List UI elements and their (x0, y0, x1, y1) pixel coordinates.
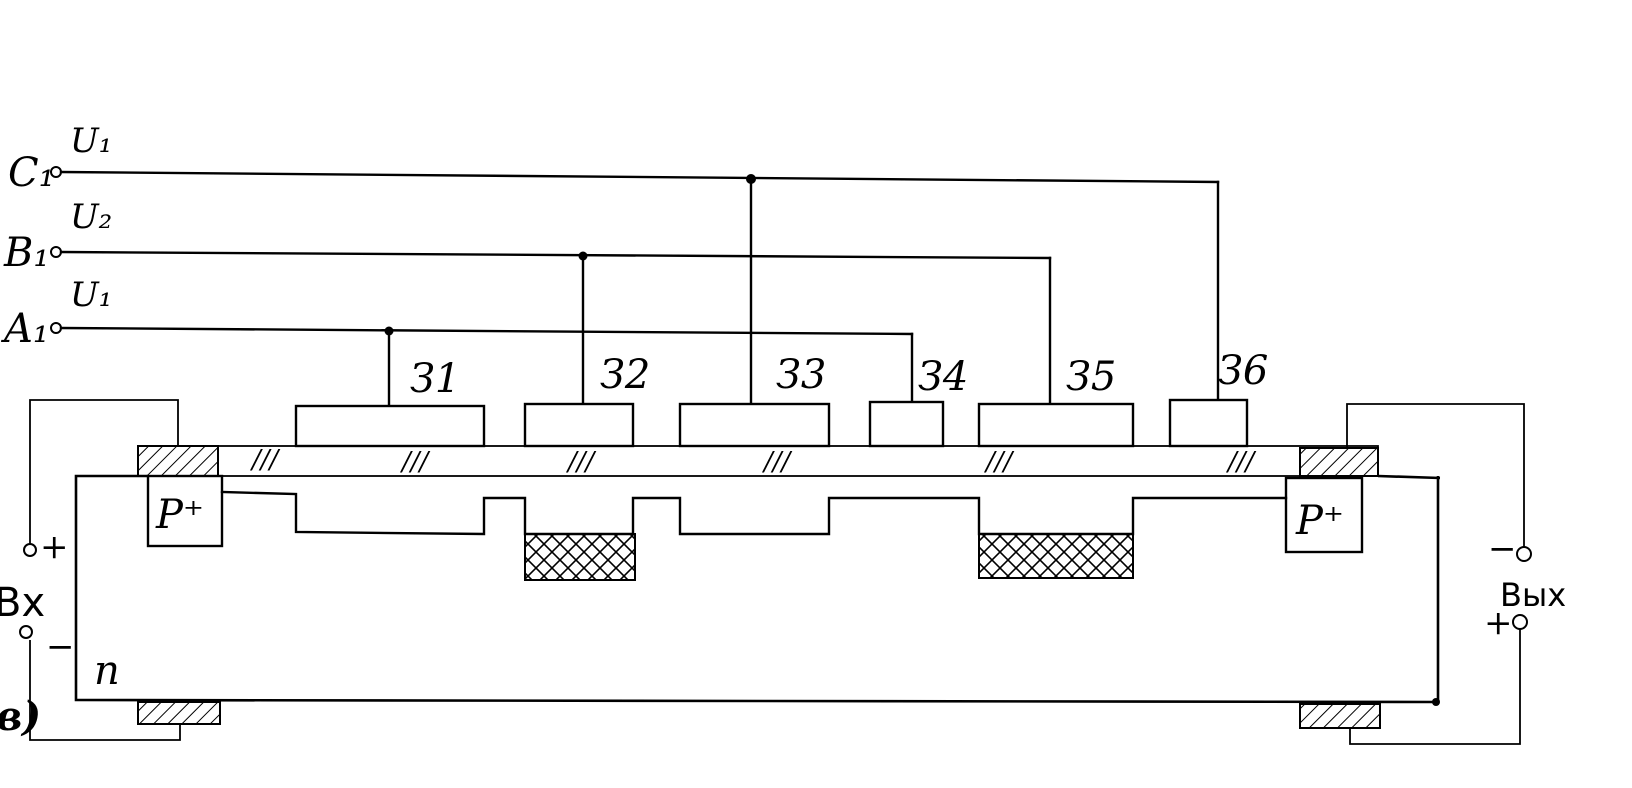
p-plus-right-label: P⁺ (1295, 498, 1344, 544)
a1-junction (384, 326, 394, 336)
output-minus-sign: − (1488, 529, 1517, 569)
left-contact-top (137, 445, 219, 477)
implant-region-2 (978, 533, 1134, 579)
substrate-label: n (94, 648, 120, 694)
input-minus-sign: − (46, 627, 75, 667)
gate-6 (1168, 398, 1249, 448)
left-contact-bottom (137, 701, 221, 725)
gate-2 (523, 402, 635, 448)
right-contact-bottom (1299, 703, 1381, 729)
output-circuit (1346, 403, 1532, 745)
doping-profile (220, 490, 1288, 536)
svg-text:///: /// (761, 447, 793, 477)
oxide-hatch-marks: /// /// /// /// /// /// (249, 445, 1257, 477)
svg-text:///: /// (983, 447, 1015, 477)
svg-text:///: /// (1225, 447, 1257, 477)
svg-text:///: /// (565, 447, 597, 477)
b1-terminal (50, 246, 62, 258)
gate-4-label: З4 (918, 354, 968, 400)
b1-junction (578, 251, 588, 261)
b1-signal-label: U₂ (70, 197, 112, 237)
p-plus-left-label: P⁺ (155, 492, 204, 538)
c1-junction (746, 174, 756, 184)
c1-label: C₁ (8, 150, 55, 196)
input-line-c1 (50, 166, 1220, 406)
gate-5 (977, 402, 1135, 448)
input-label: Bx (0, 580, 45, 626)
svg-text:///: /// (399, 447, 431, 477)
gate-1 (294, 404, 486, 448)
output-label: Bых (1500, 576, 1566, 614)
output-minus-terminal[interactable] (1516, 546, 1532, 562)
svg-text:///: /// (249, 445, 281, 475)
gate-3-label: З3 (776, 352, 826, 398)
a1-label: A₁ (0, 306, 49, 352)
oxide-layer (137, 445, 1379, 477)
b1-label: B₁ (3, 230, 49, 276)
implant-region-1 (524, 533, 636, 581)
gate-1-label: З1 (410, 356, 460, 402)
input-circuit (19, 399, 181, 741)
output-plus-sign: + (1484, 603, 1513, 643)
input-plus-terminal[interactable] (23, 543, 37, 557)
gate-6-label: З6 (1218, 348, 1268, 394)
right-contact-top (1299, 447, 1379, 477)
gate-4 (868, 400, 945, 448)
input-minus-terminal[interactable] (19, 625, 33, 639)
a1-terminal (50, 322, 62, 334)
p-plus-left (146, 474, 224, 548)
input-line-b1 (50, 246, 1052, 406)
output-plus-terminal[interactable] (1512, 614, 1528, 630)
input-line-a1 (50, 322, 914, 408)
input-plus-sign: + (40, 527, 69, 567)
substrate-outline (74, 474, 1440, 704)
gate-2-label: З2 (600, 352, 650, 398)
c1-signal-label: U₁ (70, 121, 112, 161)
gate-5-label: З5 (1066, 354, 1116, 400)
gate-3 (678, 402, 831, 448)
figure-letter: в) (0, 693, 41, 740)
a1-signal-label: U₁ (70, 275, 112, 315)
p-plus-right (1284, 476, 1364, 554)
